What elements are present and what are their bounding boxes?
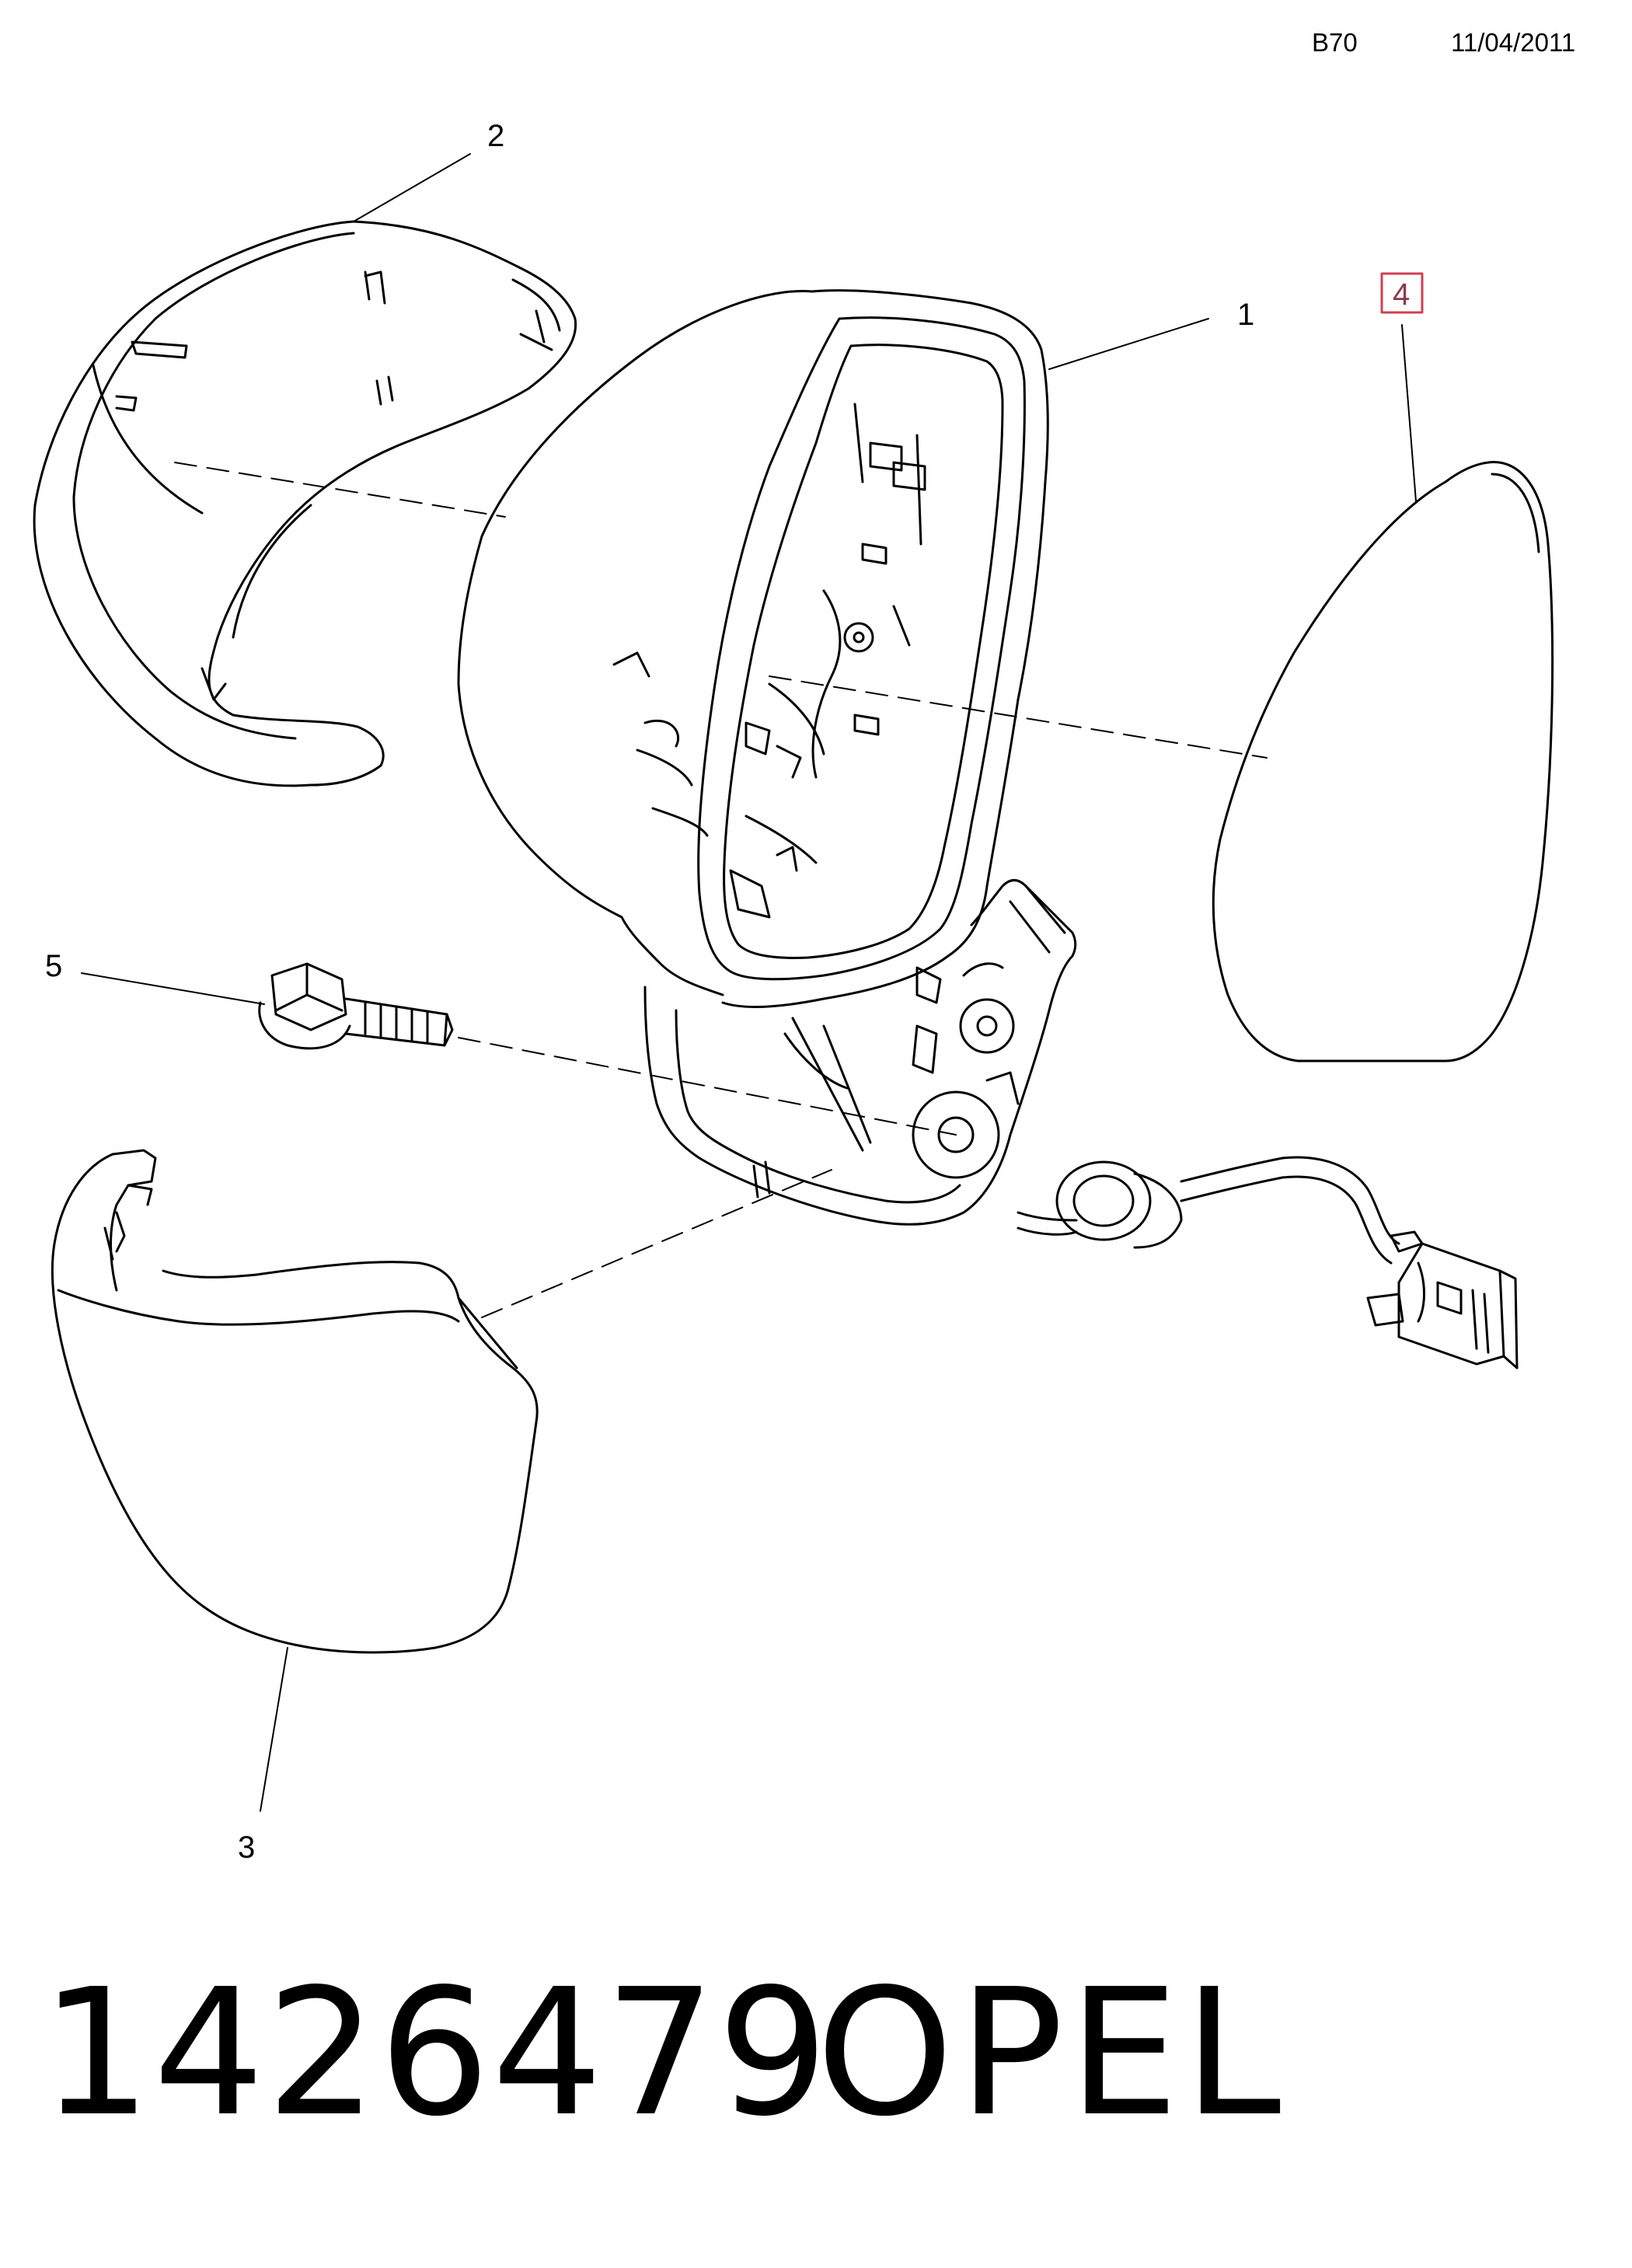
callout-3: 3 (238, 1830, 255, 1865)
upper-cover-part (33, 220, 577, 787)
leader-line-5 (81, 972, 265, 1005)
assembly-line-bolt (458, 1037, 957, 1136)
callout-4-highlight-box (1380, 272, 1424, 314)
callout-1: 1 (1237, 298, 1254, 332)
assembly-line-glass (769, 675, 1268, 759)
callout-4: 4 (1393, 277, 1410, 312)
diagram-date: 11/04/2011 (1451, 28, 1576, 57)
bolt-part (258, 962, 454, 1050)
mirror-glass-part (1212, 460, 1554, 1062)
leader-line-2 (353, 153, 471, 222)
assembly-line-lower-cover (481, 1169, 832, 1318)
diagram-code: B70 (1312, 28, 1358, 57)
callout-5: 5 (45, 949, 62, 983)
assembly-line-cover (174, 462, 506, 518)
callout-2: 2 (487, 119, 504, 153)
part-number: 1426479 (40, 1952, 831, 2155)
lower-cover-part (51, 1149, 539, 1654)
brand-name: OPEL (816, 1952, 1286, 2155)
mirror-housing-part (457, 289, 1049, 1008)
leader-line-3 (260, 1647, 288, 1812)
wiring-harness (1017, 1156, 1519, 1370)
leader-line-4 (1401, 324, 1417, 502)
mounting-base-part (643, 879, 1077, 1226)
leader-line-1 (1048, 318, 1209, 370)
